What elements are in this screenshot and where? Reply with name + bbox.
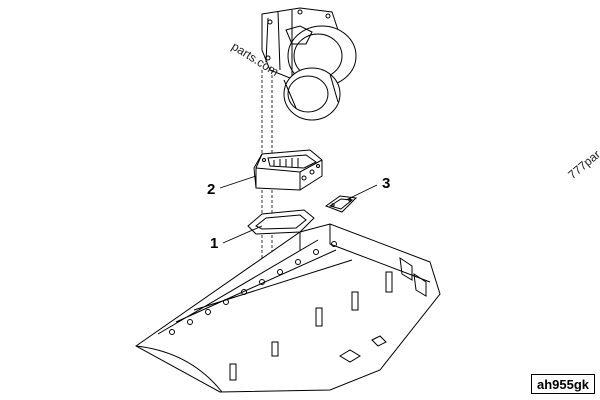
callout-1: 1 — [210, 235, 219, 252]
leader-line-2 — [219, 175, 257, 189]
callout-2: 2 — [207, 181, 216, 198]
part-2-drawing — [253, 149, 323, 191]
stud-posts-drawing — [229, 271, 393, 381]
part-1-drawing — [247, 209, 315, 235]
leader-line-3 — [345, 184, 378, 201]
part-3-drawing — [324, 195, 358, 213]
leader-lines — [219, 175, 378, 244]
bolt-row-drawing — [169, 241, 337, 335]
engine-block-drawing — [135, 223, 441, 393]
figure-tag: ah955gk — [531, 374, 595, 394]
assembly-centerlines — [261, 70, 273, 350]
turbocharger-drawing — [261, 7, 357, 121]
callout-3: 3 — [382, 175, 391, 192]
leader-line-1 — [222, 225, 263, 244]
